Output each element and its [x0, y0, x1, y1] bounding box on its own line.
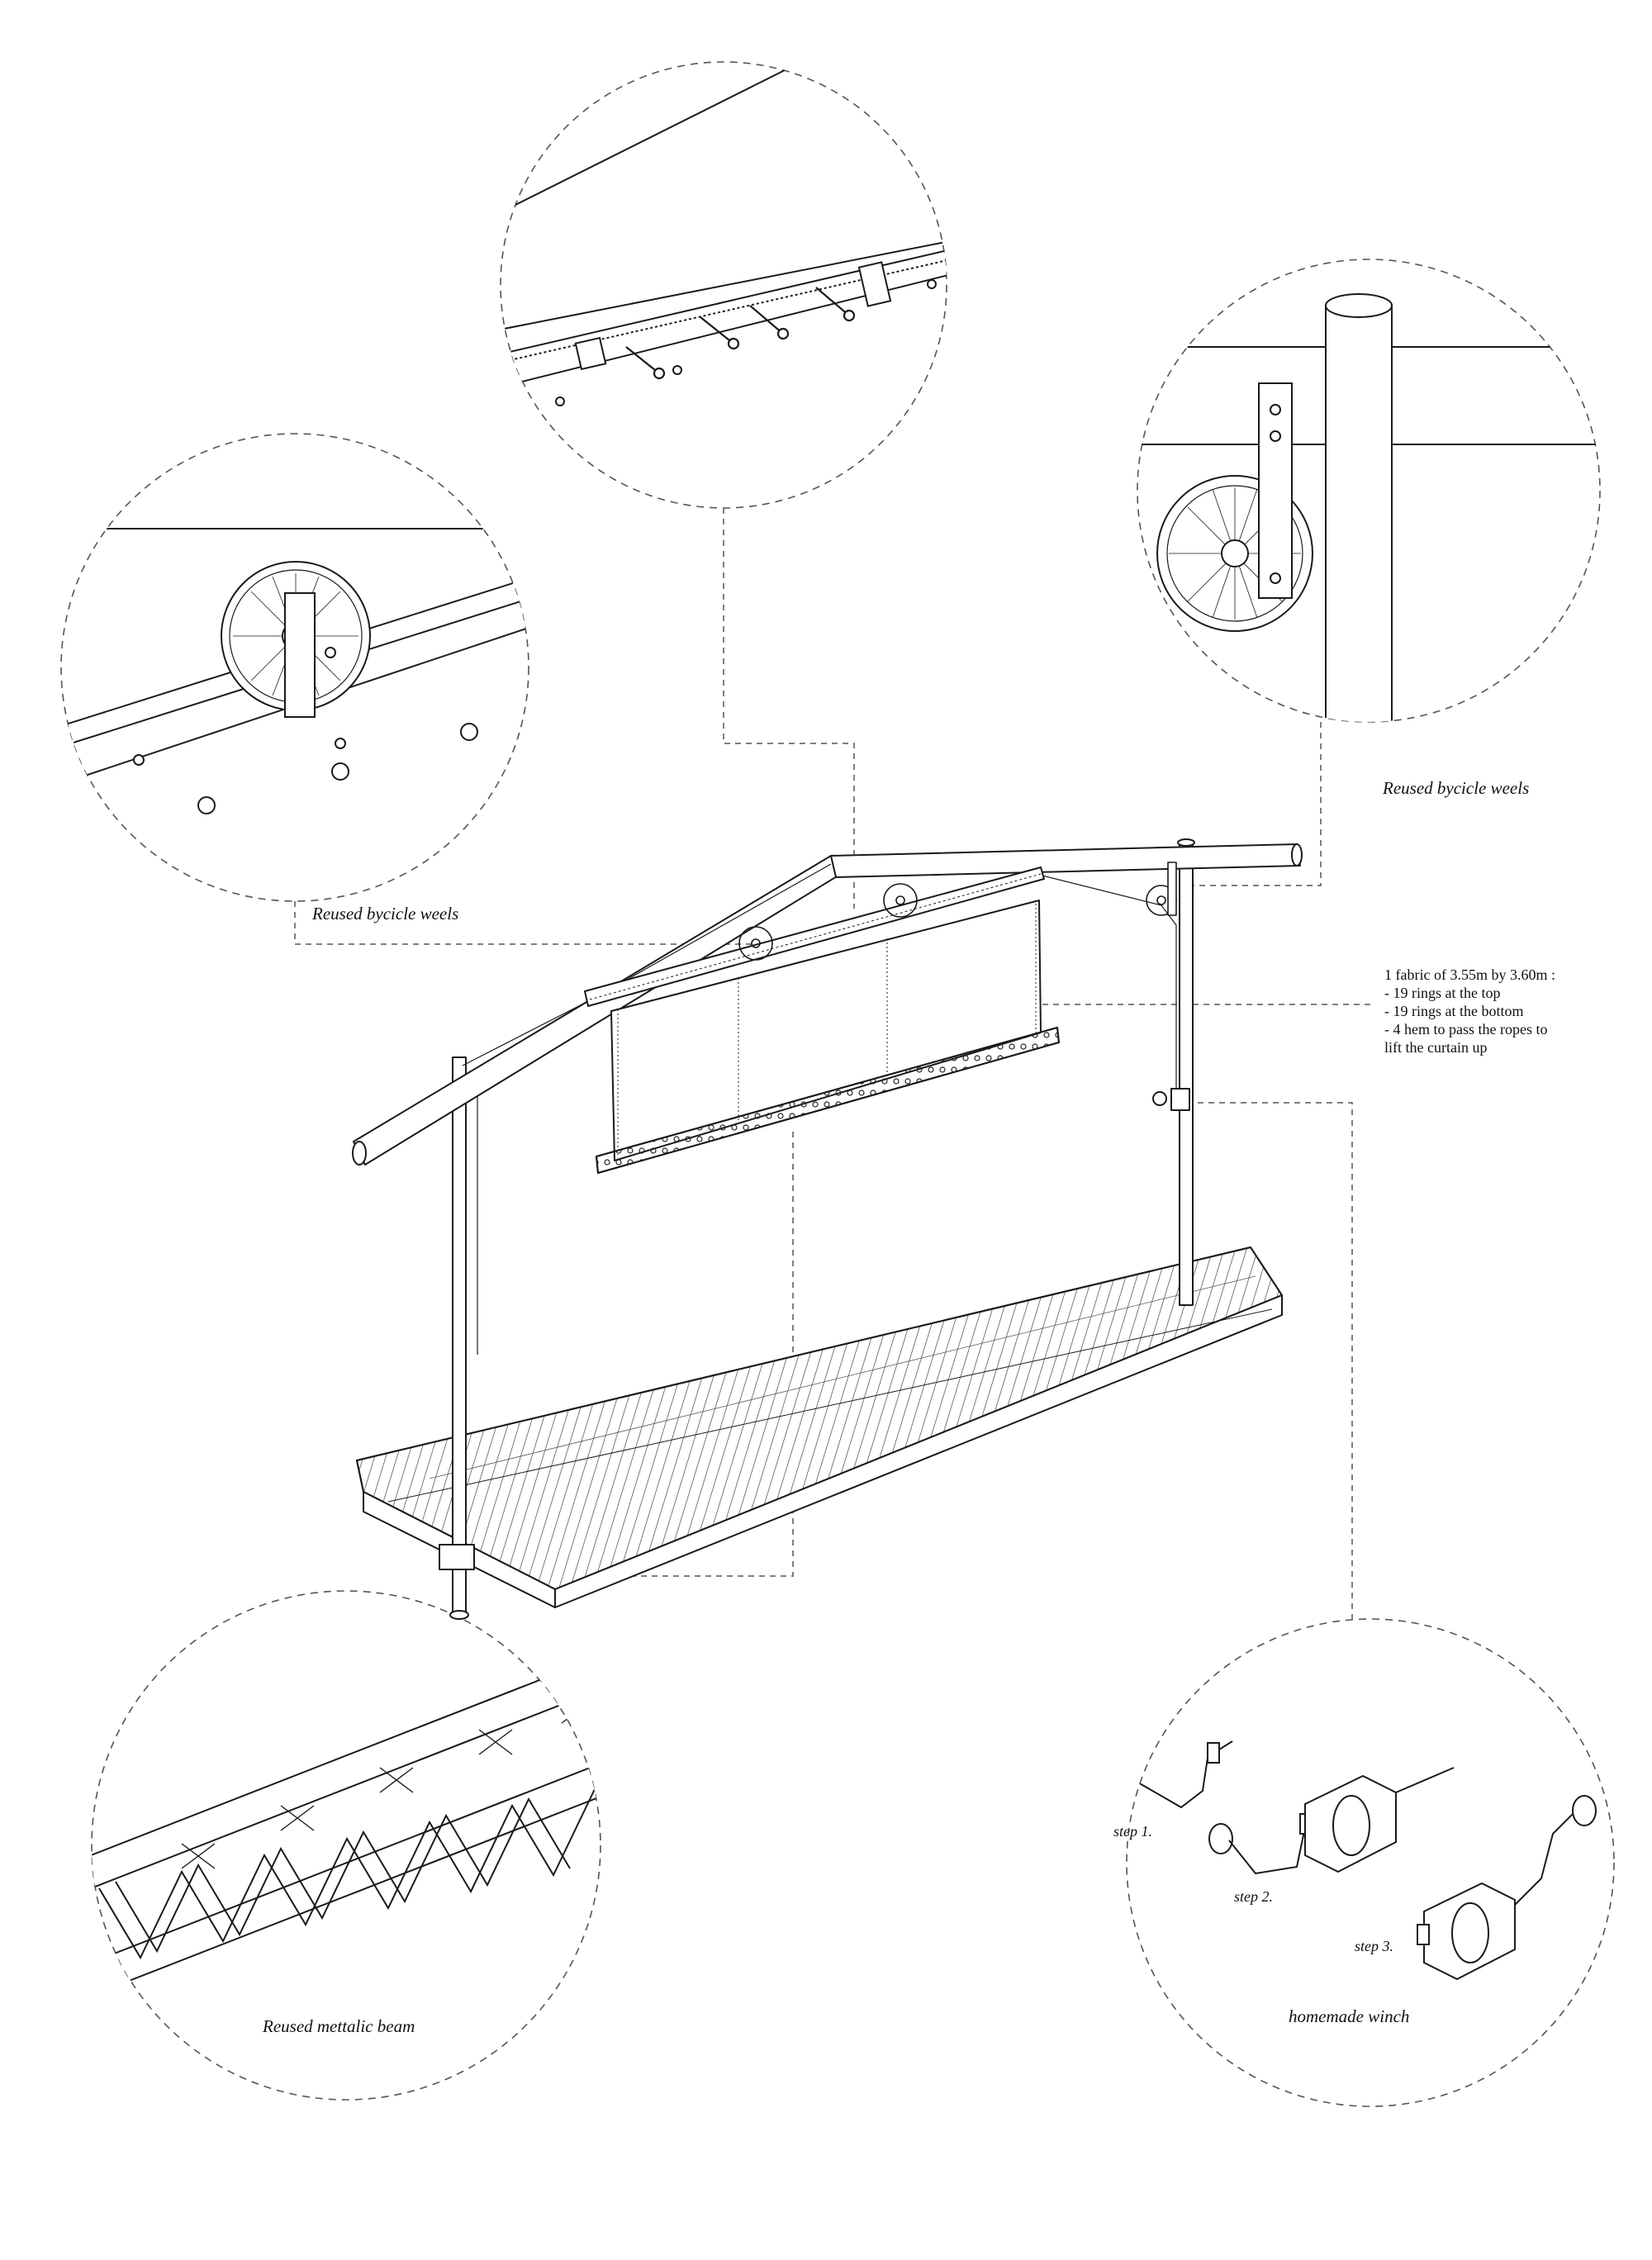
leader-top-detail — [723, 508, 855, 909]
top-rail — [830, 843, 1303, 878]
winch-step-3-label: step 3. — [1355, 1938, 1393, 1954]
detail-circle-left — [60, 433, 529, 902]
detail-circle-winch — [1126, 1618, 1615, 2107]
metal-track — [584, 866, 1045, 1007]
detail-circle-beam — [91, 1590, 601, 2101]
detail-beam-truss — [92, 1650, 601, 2001]
right-post — [1177, 838, 1195, 1306]
truss-webs — [98, 1788, 596, 1960]
left-post — [439, 1056, 478, 1620]
detail-winch — [1127, 1740, 1597, 1981]
beam-label: Reused mettalic beam — [263, 2016, 415, 2036]
rail-wheel-label: Reused bycicle weels — [312, 904, 459, 923]
deck-platform — [356, 1246, 1283, 1608]
leader-right-detail — [1189, 722, 1322, 886]
fabric-spec-line: - 19 rings at the bottom — [1384, 1003, 1524, 1019]
winch-step-1-label: step 1. — [1113, 1823, 1152, 1840]
detail-top-bolts — [501, 65, 947, 406]
truss-crosses — [181, 1697, 596, 1869]
winch-step-1 — [1127, 1740, 1233, 1809]
bolt-set — [625, 287, 856, 380]
detail-left-wheel — [61, 528, 529, 814]
track-wheels — [738, 862, 1177, 961]
main-structure — [352, 838, 1303, 1620]
winch-step-2-label: step 2. — [1234, 1888, 1273, 1905]
curtain — [596, 875, 1177, 1174]
post-winch — [1152, 1088, 1190, 1111]
rail-bolts — [133, 723, 478, 814]
winch-step-3 — [1417, 1795, 1597, 1981]
fabric-spec-line: lift the curtain up — [1384, 1039, 1488, 1056]
fabric-spec-line: - 4 hem to pass the ropes to — [1384, 1021, 1548, 1037]
fabric-spec-line: - 19 rings at the top — [1384, 985, 1501, 1001]
winch-step-2 — [1208, 1767, 1455, 1875]
leader-winch — [1198, 1102, 1353, 1619]
post-wheel-label: Reused bycicle weels — [1383, 778, 1530, 798]
winch-label: homemade winch — [1289, 2006, 1410, 2026]
fabric-spec-title: 1 fabric of 3.55m by 3.60m : — [1384, 966, 1555, 983]
fabric-spec: 1 fabric of 3.55m by 3.60m : - 19 rings … — [1384, 966, 1555, 1056]
leader-left-detail — [294, 901, 756, 945]
leader-beam — [595, 1132, 794, 1577]
detail-right-wheel — [1137, 293, 1600, 722]
fabric-spec-list: - 19 rings at the top - 19 rings at the … — [1384, 984, 1555, 1056]
